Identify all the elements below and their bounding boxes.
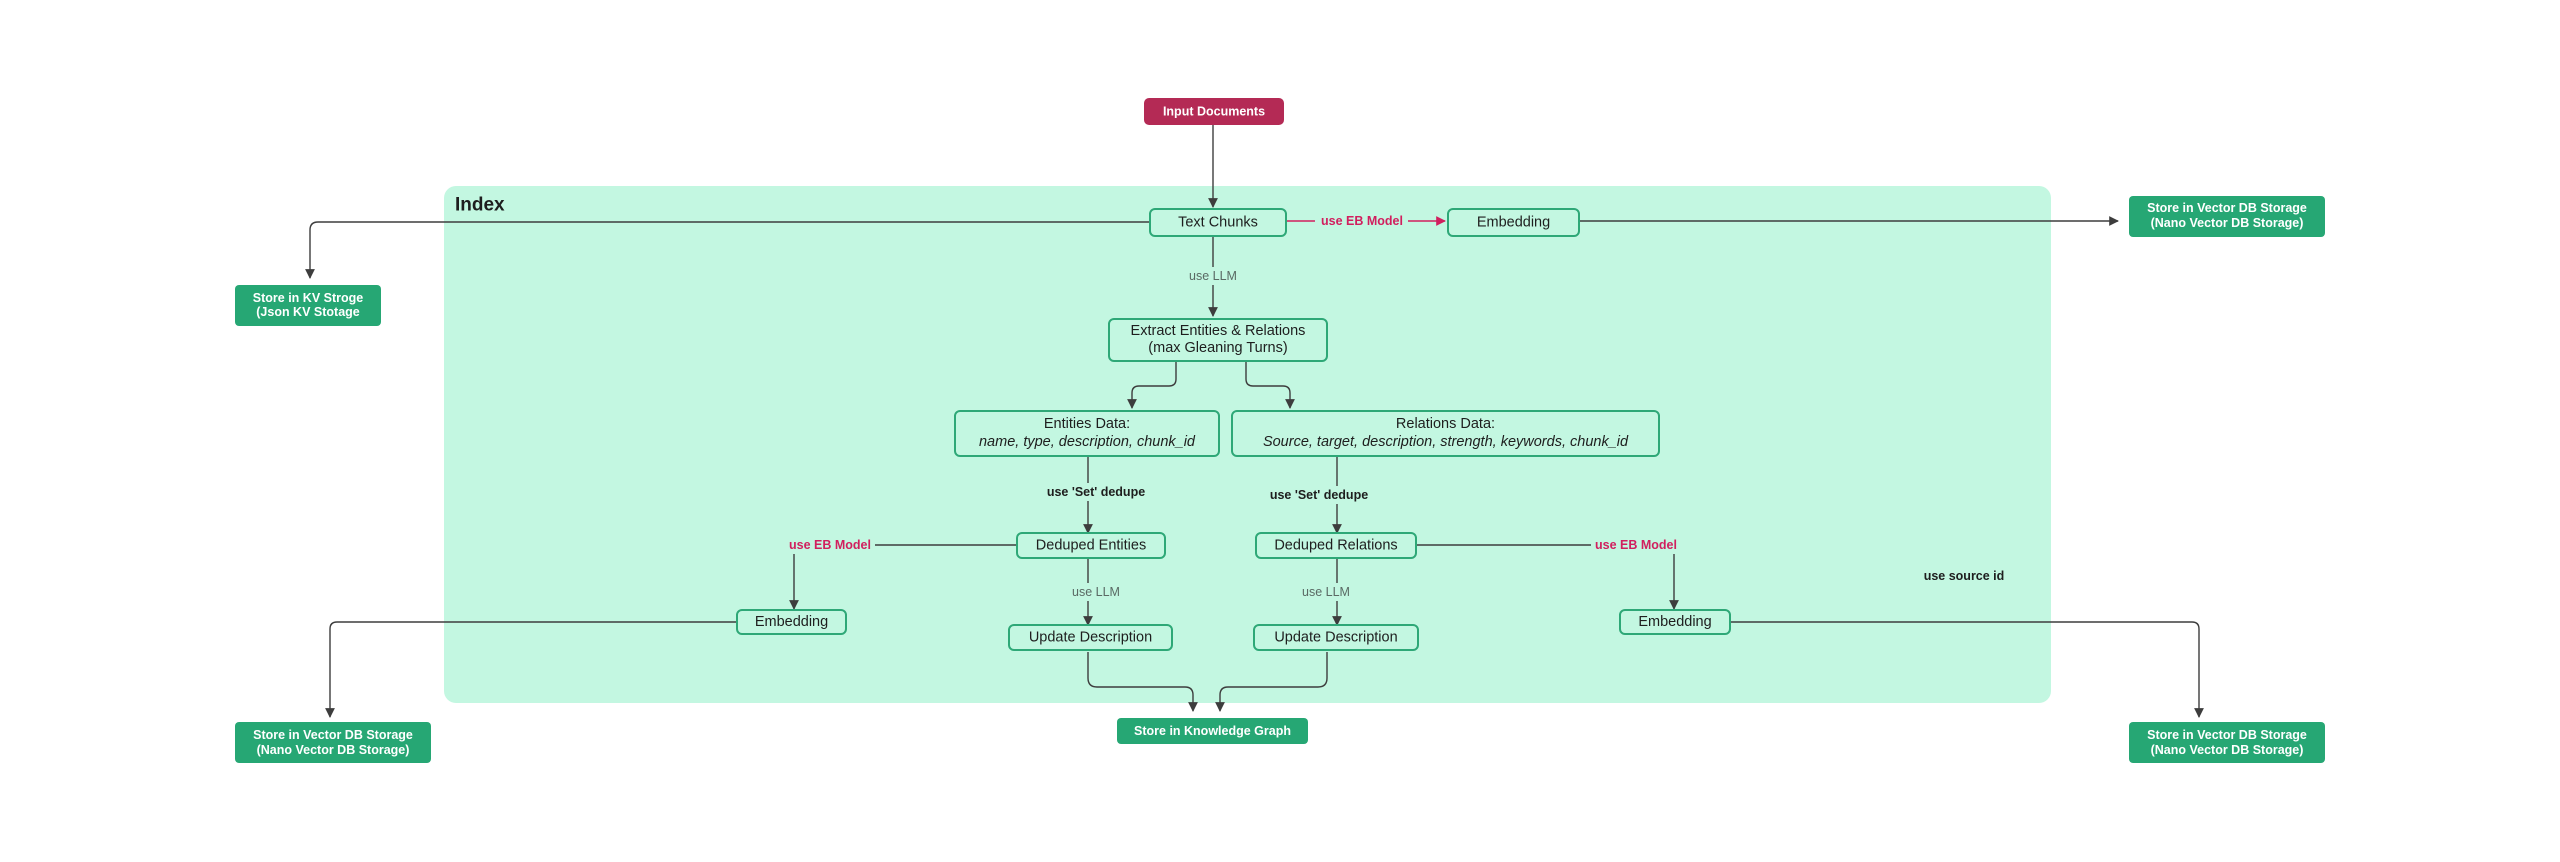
node-entities-data[interactable]: Entities Data: name, type, description, … (954, 410, 1220, 457)
node-vector-db-right[interactable]: Store in Vector DB Storage (Nano Vector … (2129, 722, 2325, 763)
edge-labels: use EB Model use LLM use 'Set' dedupe us… (785, 212, 2004, 601)
node-vector-db-left-line1: Store in Vector DB Storage (253, 728, 413, 742)
node-vector-db-top[interactable]: Store in Vector DB Storage (Nano Vector … (2129, 196, 2325, 237)
node-vector-db-right-line1: Store in Vector DB Storage (2147, 728, 2307, 742)
node-embedding-left[interactable]: Embedding (736, 609, 847, 635)
node-update-description-left-label: Update Description (1029, 630, 1152, 646)
node-text-chunks[interactable]: Text Chunks (1149, 208, 1287, 237)
node-update-description-left[interactable]: Update Description (1008, 624, 1173, 651)
nodes: Input Documents Text Chunks Embedding St… (235, 98, 2325, 763)
label-use-eb-model-left: use EB Model (789, 538, 871, 552)
node-text-chunks-label: Text Chunks (1178, 215, 1258, 231)
node-input-documents-label: Input Documents (1163, 105, 1265, 119)
label-use-llm-extract: use LLM (1189, 269, 1237, 283)
node-deduped-relations-label: Deduped Relations (1274, 538, 1397, 554)
node-vector-db-left-line2: (Nano Vector DB Storage) (257, 743, 410, 757)
node-entities-data-line2: name, type, description, chunk_id (979, 434, 1196, 450)
node-relations-data-line1: Relations Data: (1396, 416, 1495, 432)
node-extract[interactable]: Extract Entities & Relations (max Gleani… (1108, 318, 1328, 362)
label-use-eb-model-top: use EB Model (1321, 214, 1403, 228)
node-vector-db-right-line2: (Nano Vector DB Storage) (2151, 743, 2304, 757)
node-embedding-top[interactable]: Embedding (1447, 208, 1580, 237)
node-input-documents[interactable]: Input Documents (1144, 98, 1284, 125)
label-use-eb-model-right: use EB Model (1595, 538, 1677, 552)
label-use-llm-entities: use LLM (1072, 585, 1120, 599)
node-entities-data-line1: Entities Data: (1044, 416, 1130, 432)
node-vector-db-top-line1: Store in Vector DB Storage (2147, 201, 2307, 215)
node-kv-store-line2: (Json KV Stotage (256, 305, 360, 319)
node-deduped-entities-label: Deduped Entities (1036, 538, 1146, 554)
label-set-dedupe-relations: use 'Set' dedupe (1270, 488, 1368, 502)
node-deduped-entities[interactable]: Deduped Entities (1016, 532, 1166, 559)
node-vector-db-left[interactable]: Store in Vector DB Storage (Nano Vector … (235, 722, 431, 763)
node-knowledge-graph[interactable]: Store in Knowledge Graph (1117, 718, 1308, 744)
node-embedding-right[interactable]: Embedding (1619, 609, 1731, 635)
edge-embedding-right-to-vectordb (1730, 621, 2204, 718)
node-relations-data[interactable]: Relations Data: Source, target, descript… (1231, 410, 1660, 457)
edge-update-left-to-kg (1087, 652, 1198, 712)
node-kv-store-line1: Store in KV Stroge (253, 291, 363, 305)
index-title: Index (455, 195, 505, 216)
label-use-llm-relations: use LLM (1302, 585, 1350, 599)
node-kv-store[interactable]: Store in KV Stroge (Json KV Stotage (235, 285, 381, 326)
node-extract-line2: (max Gleaning Turns) (1148, 340, 1287, 356)
edge-extract-to-relations (1245, 361, 1295, 409)
edge-extract-to-entities (1127, 361, 1177, 409)
edge-chunks-to-kv (305, 221, 1150, 279)
node-update-description-right[interactable]: Update Description (1253, 624, 1419, 651)
node-vector-db-top-line2: (Nano Vector DB Storage) (2151, 216, 2304, 230)
node-embedding-right-label: Embedding (1638, 614, 1711, 630)
edge-embedding-left-to-vectordb (325, 621, 737, 718)
node-knowledge-graph-label: Store in Knowledge Graph (1134, 724, 1291, 738)
node-relations-data-line2: Source, target, description, strength, k… (1263, 434, 1629, 450)
label-use-source-id: use source id (1924, 569, 2005, 583)
node-embedding-left-label: Embedding (755, 614, 828, 630)
node-update-description-right-label: Update Description (1274, 630, 1397, 646)
label-set-dedupe-entities: use 'Set' dedupe (1047, 485, 1145, 499)
node-embedding-top-label: Embedding (1477, 215, 1550, 231)
edge-update-right-to-kg (1215, 652, 1328, 712)
node-deduped-relations[interactable]: Deduped Relations (1255, 532, 1417, 559)
node-extract-line1: Extract Entities & Relations (1131, 323, 1306, 339)
